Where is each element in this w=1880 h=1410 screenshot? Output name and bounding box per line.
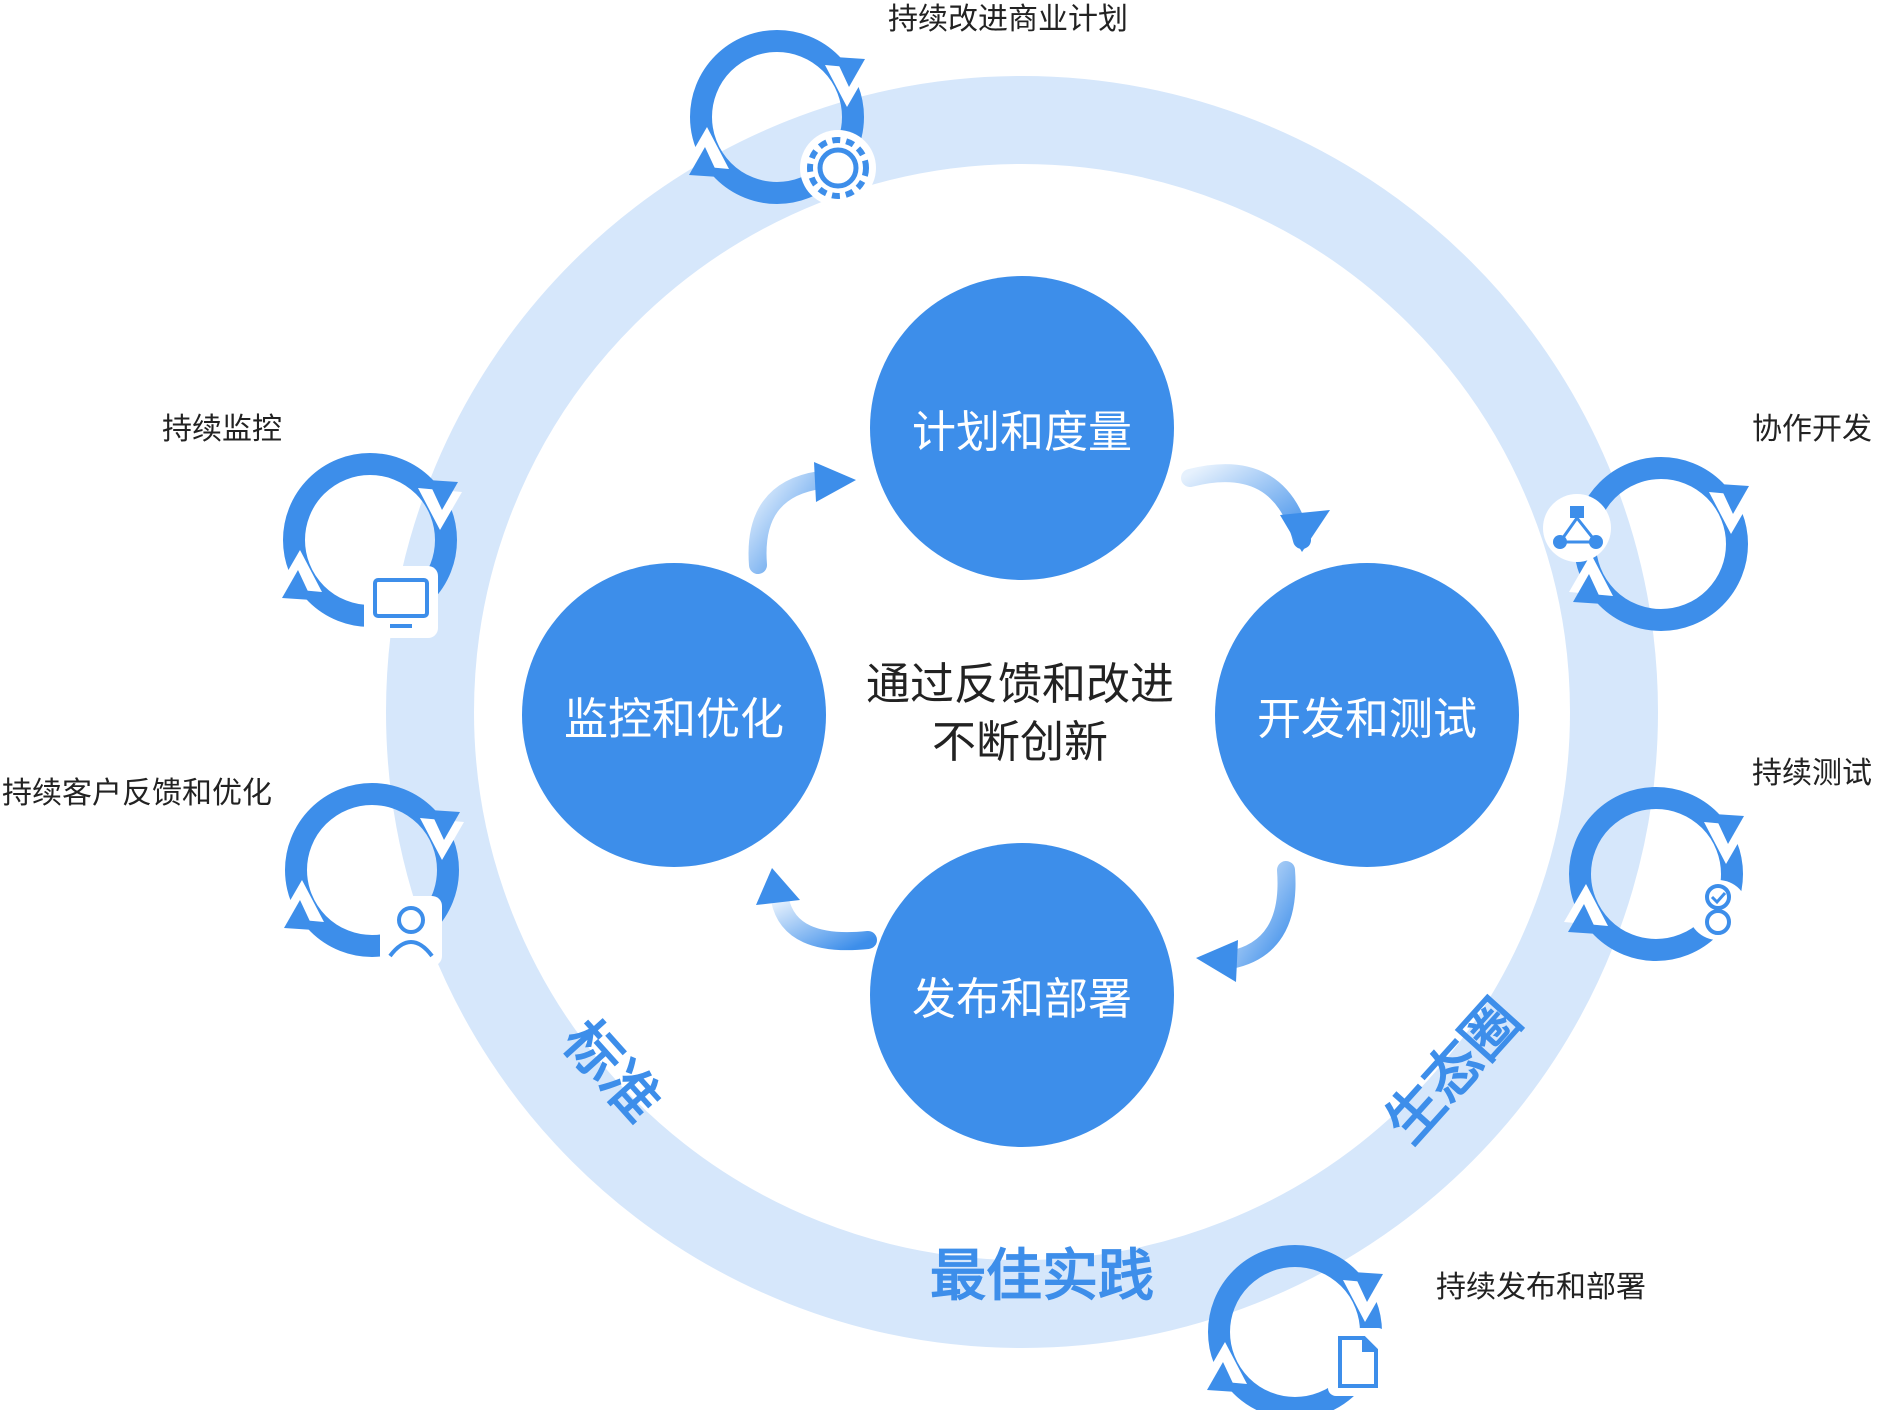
stage-plan: 计划和度量 <box>870 276 1174 580</box>
caption-continuous-test: 持续测试 <box>1752 756 1872 791</box>
monitor-icon <box>364 566 438 638</box>
caption-customer-feedback: 持续客户反馈和优化 <box>2 776 272 811</box>
arrow-monitor-to-plan <box>748 471 829 574</box>
stage-dev: 开发和测试 <box>1215 563 1519 867</box>
outer-ring-band <box>386 76 1658 1348</box>
network-icon <box>1543 494 1611 562</box>
center-line-1: 通过反馈和改进 <box>866 659 1174 710</box>
ring-word-best-practice: 最佳实践 <box>930 1244 1154 1309</box>
user-icon <box>380 896 442 966</box>
center-line-2: 不断创新 <box>932 717 1108 768</box>
caption-continuous-deploy: 持续发布和部署 <box>1436 1270 1646 1305</box>
gear-icon <box>800 130 876 206</box>
caption-business-plan: 持续改进商业计划 <box>888 2 1128 37</box>
caption-continuous-monitor: 持续监控 <box>162 412 282 447</box>
caption-collab-dev: 协作开发 <box>1752 412 1872 447</box>
document-icon <box>1328 1328 1386 1396</box>
center-title: 通过反馈和改进 不断创新 <box>820 656 1220 772</box>
arrow-deploy-to-monitor <box>771 891 877 951</box>
arrow-dev-to-deploy <box>1221 861 1296 969</box>
checklist-icon <box>1688 880 1748 940</box>
arrow-plan-to-dev <box>1181 464 1311 549</box>
stage-deploy: 发布和部署 <box>870 843 1174 1147</box>
stage-monitor: 监控和优化 <box>522 563 826 867</box>
